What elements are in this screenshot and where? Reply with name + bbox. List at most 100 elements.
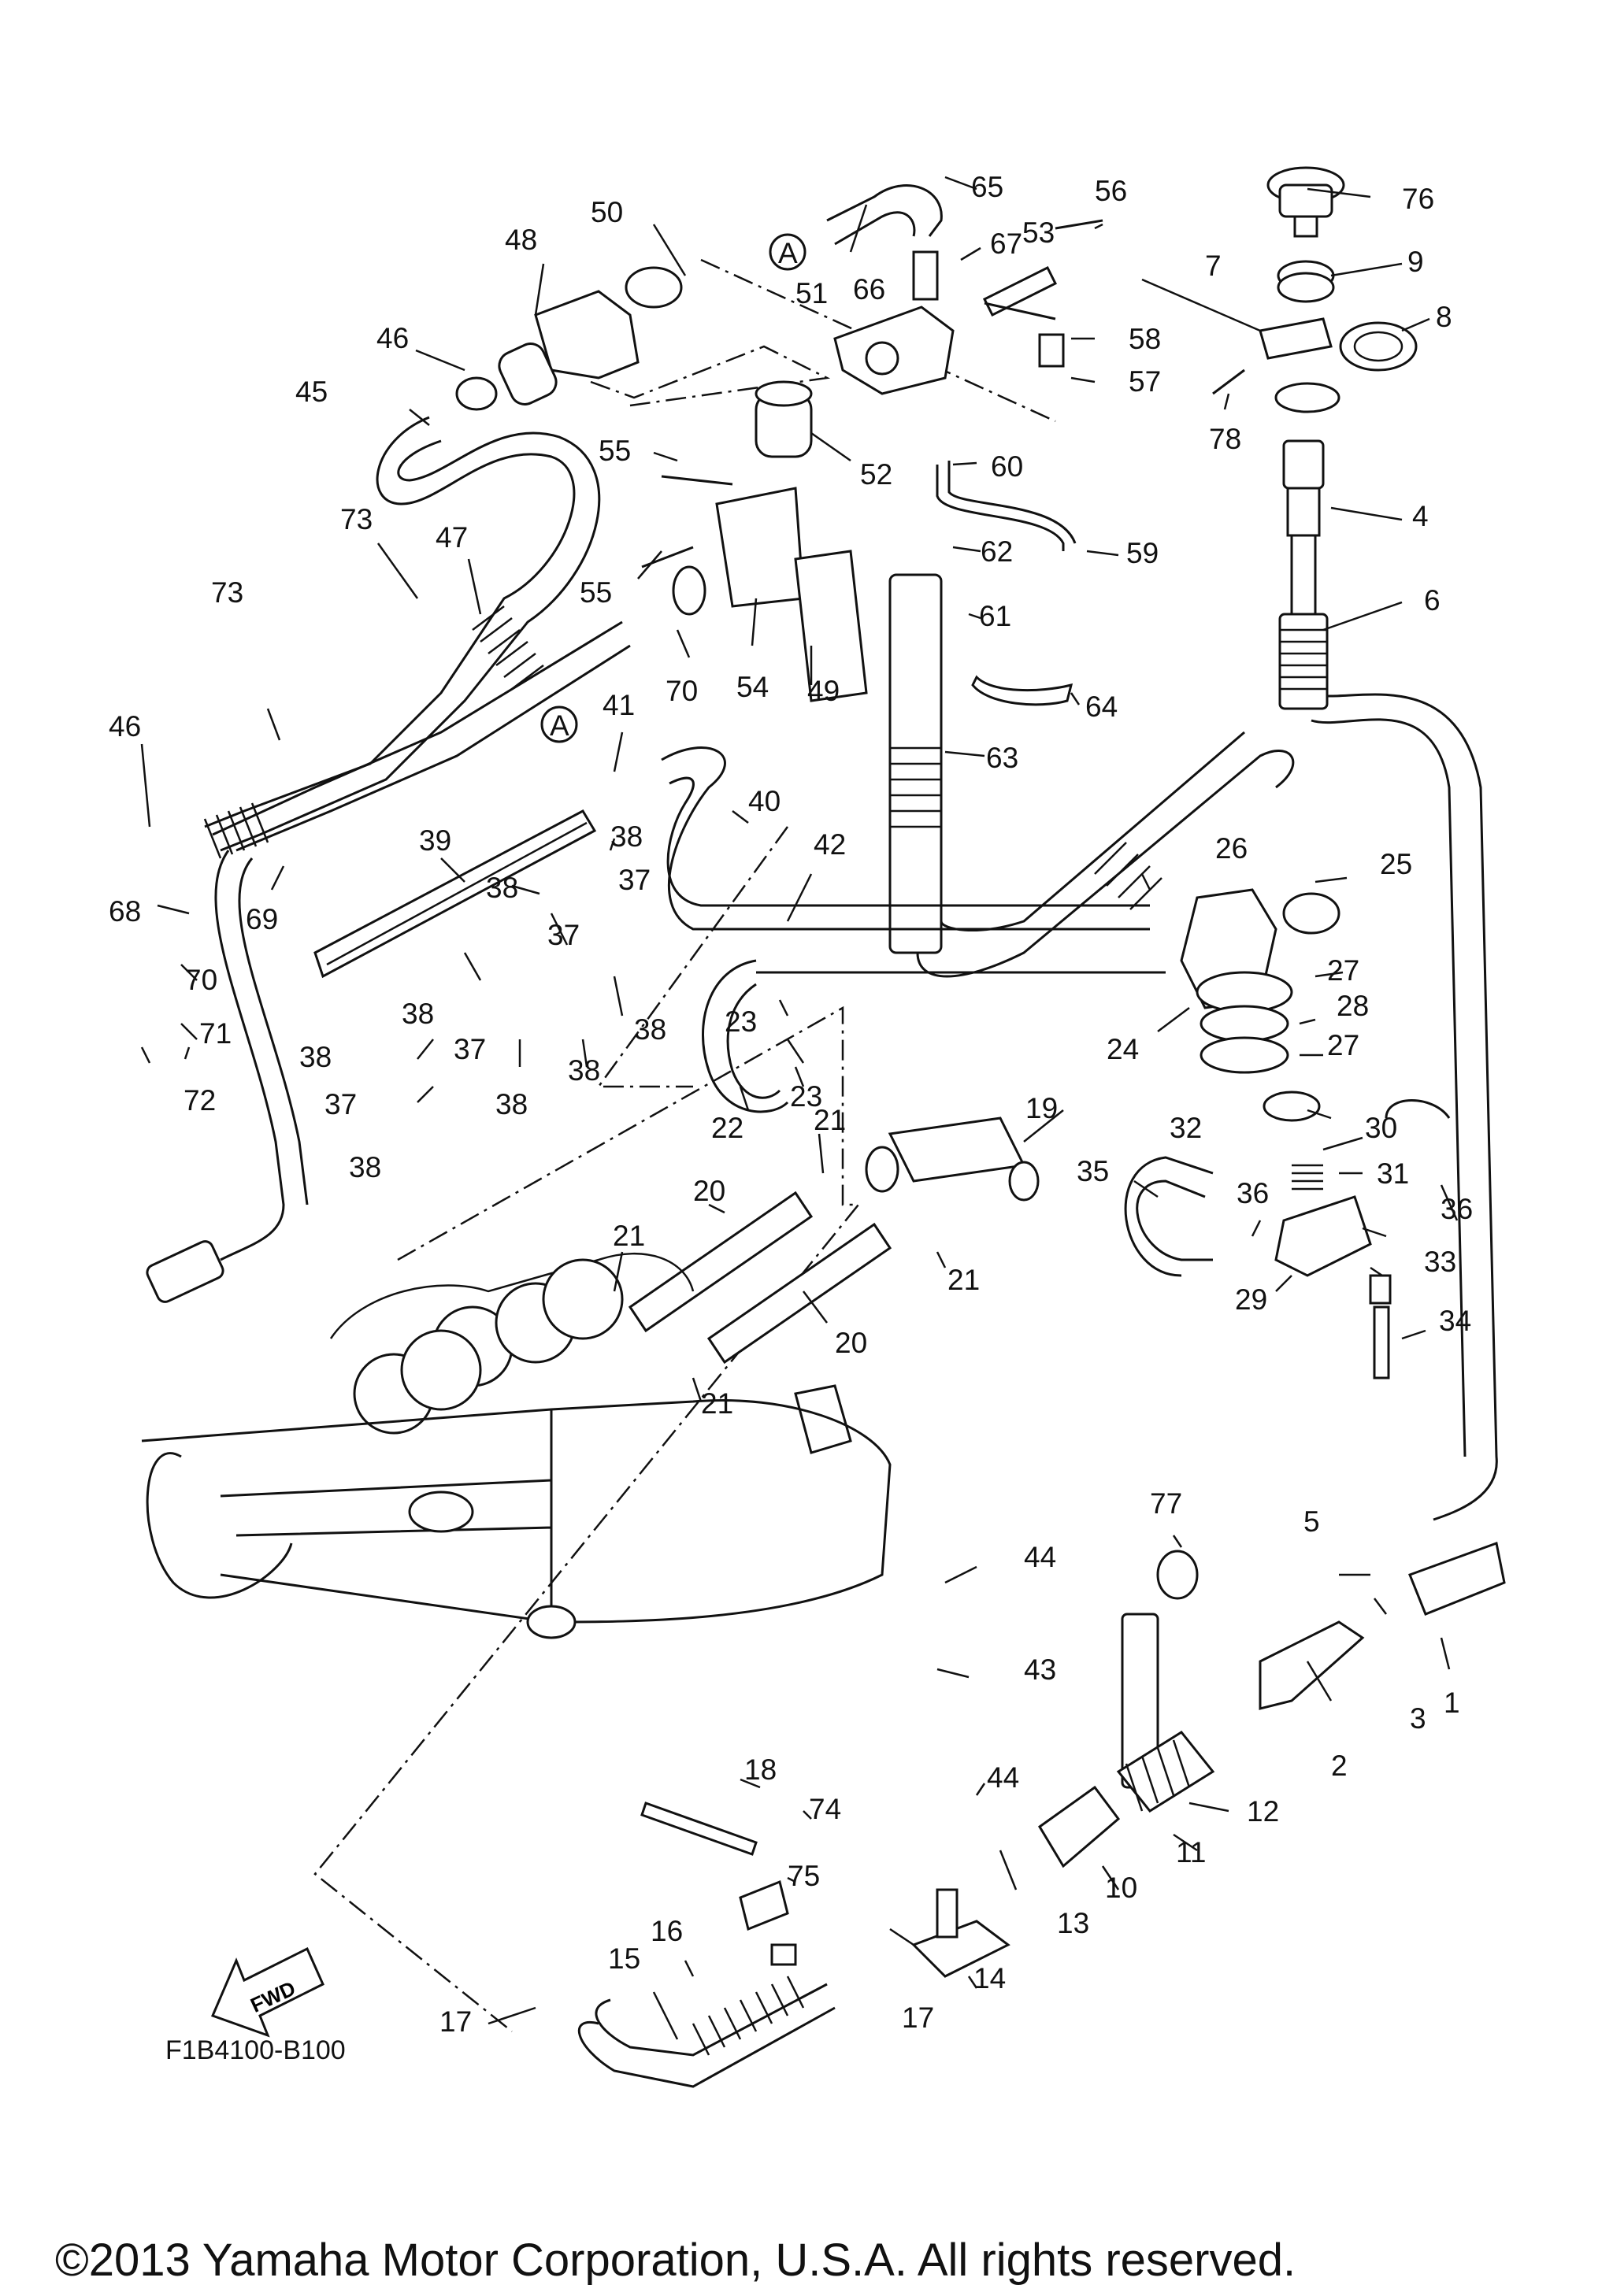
callout-24: 24 xyxy=(1107,1033,1139,1065)
callout-30: 30 xyxy=(1365,1112,1397,1144)
callout-44: 44 xyxy=(1024,1541,1056,1573)
callout-42: 42 xyxy=(814,828,846,861)
callout-41: 41 xyxy=(603,689,635,721)
copyright-text: ©2013 Yamaha Motor Corporation, U.S.A. A… xyxy=(55,2235,1296,2286)
callout-38: 38 xyxy=(299,1041,332,1073)
callout-72: 72 xyxy=(184,1084,216,1117)
callout-70: 70 xyxy=(666,675,698,707)
callout-25: 25 xyxy=(1380,848,1412,880)
callout-7: 7 xyxy=(1205,250,1222,282)
callout-58: 58 xyxy=(1129,323,1161,355)
callout-6: 6 xyxy=(1424,584,1441,617)
callout-46: 46 xyxy=(109,710,141,742)
reference-marker-label: A xyxy=(778,237,798,269)
callout-19: 19 xyxy=(1025,1092,1058,1124)
callout-15: 15 xyxy=(608,1942,640,1975)
callout-34: 34 xyxy=(1439,1305,1471,1337)
callout-70: 70 xyxy=(185,964,217,996)
callout-77: 77 xyxy=(1150,1487,1182,1520)
callout-54: 54 xyxy=(736,671,769,703)
callout-50: 50 xyxy=(591,196,623,228)
callout-17: 17 xyxy=(439,2005,472,2038)
callout-66: 66 xyxy=(853,273,885,306)
callout-45: 45 xyxy=(295,376,328,408)
callout-46: 46 xyxy=(376,322,409,354)
callout-37: 37 xyxy=(324,1088,357,1120)
callout-1: 1 xyxy=(1444,1687,1460,1719)
callout-38: 38 xyxy=(349,1151,381,1183)
callout-21: 21 xyxy=(701,1387,733,1420)
callout-51: 51 xyxy=(795,277,828,309)
callout-64: 64 xyxy=(1085,691,1118,723)
callout-43: 43 xyxy=(1024,1653,1056,1686)
callout-23: 23 xyxy=(790,1080,822,1113)
callout-60: 60 xyxy=(991,450,1023,483)
callout-74: 74 xyxy=(809,1793,841,1825)
callout-17: 17 xyxy=(902,2002,934,2034)
callout-13: 13 xyxy=(1057,1907,1089,1939)
callout-33: 33 xyxy=(1424,1246,1456,1278)
callout-57: 57 xyxy=(1129,365,1161,398)
callout-23: 23 xyxy=(725,1005,757,1038)
callout-4: 4 xyxy=(1412,500,1429,532)
callout-26: 26 xyxy=(1215,832,1248,865)
callout-48: 48 xyxy=(505,224,537,256)
reference-marker-label: A xyxy=(550,709,569,742)
callout-44: 44 xyxy=(987,1761,1019,1794)
callout-59: 59 xyxy=(1126,537,1159,569)
callout-29: 29 xyxy=(1235,1283,1267,1316)
callout-2: 2 xyxy=(1331,1750,1348,1782)
callout-65: 65 xyxy=(971,171,1003,203)
callout-55: 55 xyxy=(580,576,612,609)
callout-49: 49 xyxy=(807,675,840,707)
callout-38: 38 xyxy=(610,820,643,853)
leader-lines xyxy=(140,176,1459,2040)
callout-61: 61 xyxy=(979,600,1011,632)
callout-76: 76 xyxy=(1402,183,1434,215)
callout-31: 31 xyxy=(1377,1157,1409,1190)
callout-38: 38 xyxy=(495,1088,528,1120)
callout-78: 78 xyxy=(1209,423,1241,455)
callout-63: 63 xyxy=(986,742,1018,774)
callout-38: 38 xyxy=(634,1013,666,1046)
callout-3: 3 xyxy=(1410,1702,1426,1735)
filler-neck xyxy=(1278,439,1329,710)
callout-38: 38 xyxy=(568,1054,600,1087)
callout-40: 40 xyxy=(748,785,781,817)
callout-21: 21 xyxy=(814,1104,846,1136)
callout-55: 55 xyxy=(599,435,631,467)
callout-22: 22 xyxy=(711,1112,743,1144)
part-code: F1B4100-B100 xyxy=(165,2035,346,2065)
callout-20: 20 xyxy=(835,1327,867,1359)
callout-75: 75 xyxy=(788,1860,820,1892)
callout-39: 39 xyxy=(419,824,451,857)
engine-block xyxy=(141,1253,892,1639)
callout-56: 56 xyxy=(1095,175,1127,207)
callout-37: 37 xyxy=(618,864,651,896)
fuel-rail xyxy=(313,809,597,979)
callout-20: 20 xyxy=(693,1175,725,1207)
fwd-arrow: FWD xyxy=(210,1946,324,2038)
reference-marker-mid: A xyxy=(540,705,578,743)
callout-11: 11 xyxy=(1176,1836,1206,1868)
callout-47: 47 xyxy=(436,521,468,554)
callout-73: 73 xyxy=(211,576,243,609)
callout-62: 62 xyxy=(981,535,1013,568)
callout-69: 69 xyxy=(246,903,278,935)
callout-36: 36 xyxy=(1441,1193,1473,1225)
callout-5: 5 xyxy=(1303,1505,1320,1538)
callout-21: 21 xyxy=(947,1264,980,1296)
callout-68: 68 xyxy=(109,895,141,928)
callout-38: 38 xyxy=(402,998,434,1030)
callout-53: 53 xyxy=(1022,217,1055,249)
callout-28: 28 xyxy=(1337,990,1369,1022)
callout-21: 21 xyxy=(613,1220,645,1252)
callout-37: 37 xyxy=(454,1033,486,1065)
callout-36: 36 xyxy=(1237,1177,1269,1209)
callout-18: 18 xyxy=(744,1753,777,1786)
callout-37: 37 xyxy=(547,919,580,951)
part-drawings xyxy=(141,166,1506,2088)
callout-27: 27 xyxy=(1327,954,1359,987)
callout-8: 8 xyxy=(1436,301,1452,333)
